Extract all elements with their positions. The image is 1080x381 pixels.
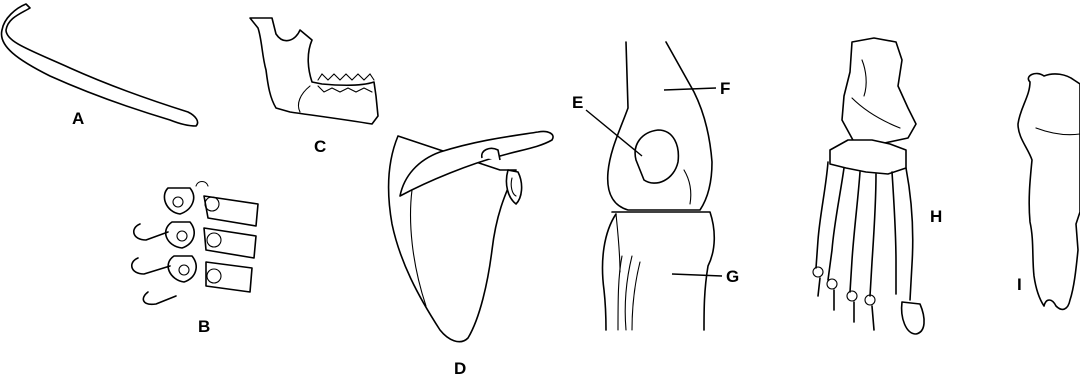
- knee-drawing: E F G: [572, 42, 739, 330]
- label-h: H: [930, 207, 942, 226]
- label-a: A: [72, 109, 84, 128]
- mandible-drawing: C: [250, 18, 378, 156]
- label-c: C: [314, 137, 326, 156]
- foot-drawing: H: [813, 38, 942, 334]
- label-i: I: [1017, 275, 1022, 294]
- label-g: G: [726, 267, 739, 286]
- label-d: D: [454, 359, 466, 378]
- label-f: F: [720, 79, 730, 98]
- vertebrae-drawing: B: [132, 182, 258, 337]
- rib-drawing: A: [1, 4, 197, 128]
- scapula-drawing: D: [389, 131, 553, 378]
- label-b: B: [198, 317, 210, 336]
- label-e: E: [572, 93, 583, 112]
- sternum-drawing: I: [1017, 74, 1080, 310]
